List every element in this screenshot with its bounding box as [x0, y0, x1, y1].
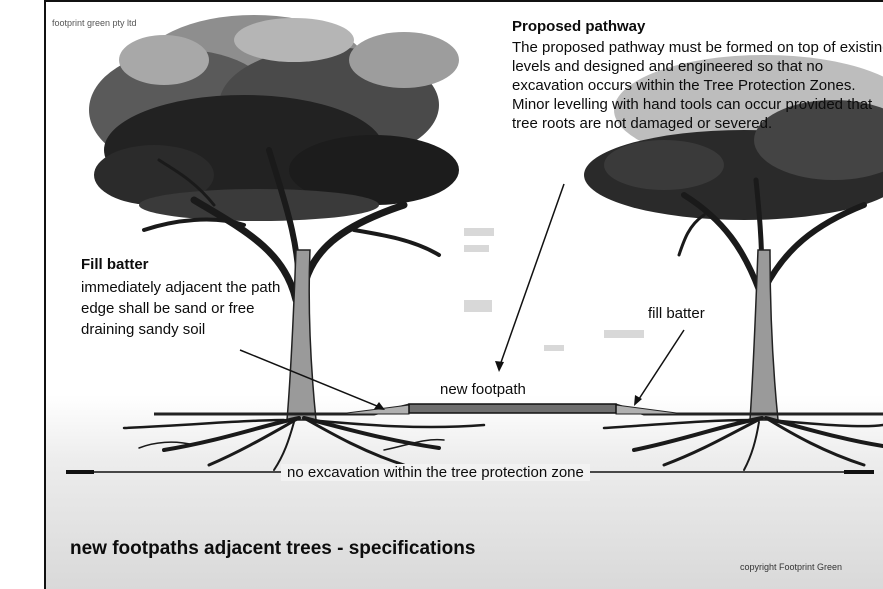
- left-tree-canopy: [89, 15, 459, 221]
- no-excavation-label: no excavation within the tree protection…: [281, 464, 590, 481]
- tpz-end-left: [66, 470, 94, 474]
- proposed-pathway-body: The proposed pathway must be formed on t…: [512, 38, 883, 133]
- copyright-label: copyright Footprint Green: [740, 562, 842, 572]
- proposed-pathway-title: Proposed pathway: [512, 18, 645, 35]
- left-tree-trunk: [287, 250, 316, 420]
- new-footpath-label: new footpath: [440, 381, 526, 398]
- fill-batter-title: Fill batter: [81, 256, 149, 273]
- diagram-title: new footpaths adjacent trees - specifica…: [70, 538, 475, 560]
- tpz-end-right: [844, 470, 874, 474]
- diagram-frame: footprint green pty ltd Proposed pathway…: [44, 0, 883, 589]
- footpath-shape: [409, 404, 616, 413]
- fill-batter-right-label: fill batter: [648, 305, 705, 322]
- company-label: footprint green pty ltd: [52, 18, 137, 28]
- leader-fill-right: [637, 330, 684, 402]
- leader-proposed: [499, 184, 564, 368]
- fill-batter-body: immediately adjacent the path edge shall…: [81, 277, 281, 340]
- faint-background: [464, 228, 644, 351]
